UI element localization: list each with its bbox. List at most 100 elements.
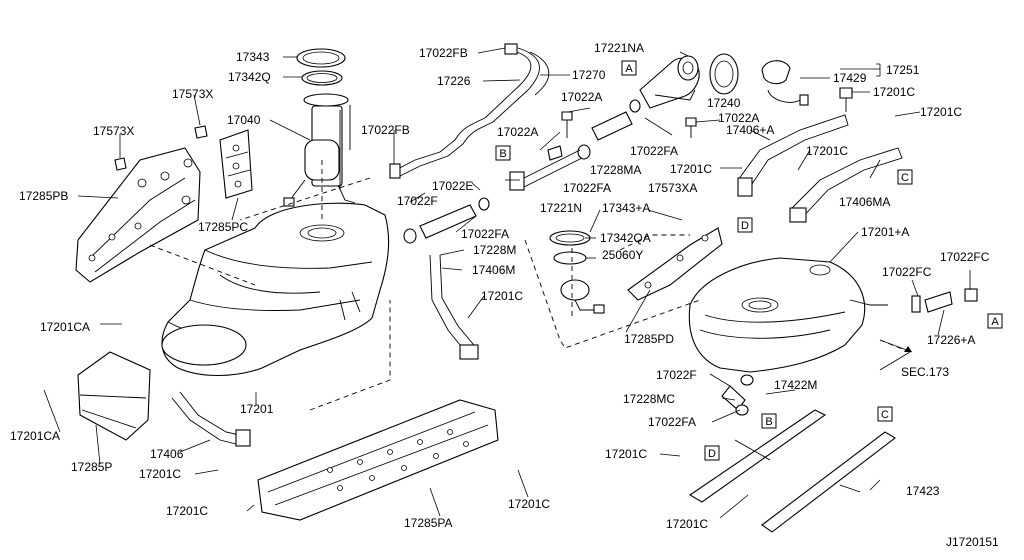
strap-17406m	[429, 254, 479, 360]
label-17022a-a: 17022A	[561, 90, 602, 104]
label-17429: 17429	[833, 71, 867, 85]
protector-17285p	[77, 351, 151, 441]
filler-pipes	[389, 43, 550, 179]
label-17226a: 17226+A	[927, 333, 975, 347]
under-cover	[257, 399, 499, 521]
label-17422m: 17422M	[774, 378, 817, 392]
label-17270: 17270	[572, 68, 606, 82]
fuel-tank-main	[161, 202, 390, 377]
label-17228ma: 17228MA	[590, 163, 641, 177]
svg-text:C: C	[881, 409, 889, 421]
label-17221na: 17221NA	[594, 41, 644, 55]
label-17201c-a: 17201C	[873, 85, 915, 99]
hose-17228m	[403, 197, 490, 244]
label-17573xa: 17573XA	[648, 181, 697, 195]
hose-17228ma	[577, 99, 641, 160]
bolt-17022a-right	[685, 117, 697, 138]
label-17201c-g: 17201C	[139, 467, 181, 481]
label-17022e: 17022E	[432, 179, 473, 193]
label-17201ca-a: 17201CA	[40, 320, 90, 334]
label-17406m: 17406M	[472, 263, 515, 277]
label-17201: 17201	[240, 402, 274, 416]
ref-box-d-mid: D	[737, 217, 753, 233]
bolt-17573x-lower	[114, 157, 127, 171]
label-17022fc-b: 17022FC	[940, 250, 990, 264]
breather-17221n	[509, 145, 583, 191]
svg-text:D: D	[741, 220, 749, 232]
label-17343a: 17343+A	[602, 201, 650, 215]
label-17406: 17406	[150, 447, 184, 461]
heat-shield-pd	[627, 227, 723, 301]
label-17221n: 17221N	[540, 201, 582, 215]
svg-text:D: D	[708, 448, 716, 460]
label-17285pb: 17285PB	[19, 189, 68, 203]
svg-text:C: C	[901, 172, 909, 184]
label-17201c-c: 17201C	[670, 162, 712, 176]
filler-neck	[639, 53, 809, 109]
label-17022fa-a: 17022FA	[630, 144, 678, 158]
label-17201c-f: 17201C	[605, 447, 647, 461]
bracket-pc	[219, 129, 253, 199]
strap-17406	[171, 391, 251, 447]
fuel-pump-assembly	[283, 48, 356, 207]
label-17201c-i: 17201C	[166, 504, 208, 518]
label-17201c-e: 17201C	[481, 289, 523, 303]
label-17228m: 17228M	[473, 243, 516, 257]
label-17022fa-d: 17022FA	[648, 415, 696, 429]
label-17022f-a: 17022F	[397, 194, 438, 208]
label-17251: 17251	[886, 63, 920, 77]
fuel-tank-sub	[688, 257, 888, 373]
label-17022a-b: 17022A	[718, 111, 759, 125]
label-17285pc: 17285PC	[198, 220, 248, 234]
ref-box-b-mid: B	[495, 145, 511, 161]
heat-shield-pb	[75, 147, 201, 283]
label-17201a: 17201+A	[861, 225, 909, 239]
label-17201c-b: 17201C	[920, 105, 962, 119]
label-17201ca-b: 17201CA	[10, 429, 60, 443]
label-17285p: 17285P	[71, 460, 112, 474]
label-17201c-h: 17201C	[508, 497, 550, 511]
bolt-17022a	[561, 111, 573, 138]
label-17285pa: 17285PA	[404, 516, 453, 530]
ref-box-c-lower: C	[877, 406, 893, 422]
label-17240: 17240	[707, 96, 741, 110]
label-17342q: 17342Q	[228, 70, 271, 84]
label-17406a: 17406+A	[726, 123, 774, 137]
label-17343: 17343	[236, 50, 270, 64]
label-17022fa-c: 17022FA	[461, 227, 509, 241]
cover-holes	[327, 429, 469, 491]
bolt-17201c-upper	[839, 87, 853, 112]
label-17226: 17226	[437, 74, 471, 88]
hose-17226a	[911, 288, 978, 313]
label-17022fc-a: 17022FC	[882, 265, 932, 279]
label-17022fa-b: 17022FA	[563, 181, 611, 195]
label-17285pd: 17285PD	[624, 332, 674, 346]
label-17022a-c: 17022A	[497, 125, 538, 139]
label-25060y: 25060Y	[602, 248, 643, 262]
label-17406ma: 17406MA	[839, 195, 890, 209]
svg-text:B: B	[765, 416, 772, 428]
label-17423: 17423	[906, 484, 940, 498]
sec-arrow	[879, 339, 913, 353]
label-17573x-b: 17573X	[93, 124, 134, 138]
label-17022fb-a: 17022FB	[419, 46, 468, 60]
diagram-id: J1720151	[946, 535, 999, 549]
label-17040: 17040	[227, 113, 261, 127]
svg-text:B: B	[499, 148, 506, 160]
ref-box-c-mid: C	[897, 169, 913, 185]
ref-box-a-right: A	[987, 313, 1003, 329]
ref-box-a-top: A	[621, 60, 637, 76]
ref-box-b-lower: B	[761, 413, 777, 429]
label-17022fb-b: 17022FB	[361, 123, 410, 137]
pump-25060y	[549, 230, 605, 314]
hose-17228mc	[721, 374, 754, 416]
bracket-17422m	[688, 409, 827, 503]
bolt-17573x-upper	[194, 125, 208, 139]
svg-text:A: A	[625, 63, 633, 75]
bracket-17423	[761, 431, 896, 533]
part-labels: 17343 17342Q 17040 17573X 17573X 17285PB…	[10, 41, 999, 549]
label-17228mc: 17228MC	[623, 392, 675, 406]
label-17201c-d: 17201C	[806, 144, 848, 158]
